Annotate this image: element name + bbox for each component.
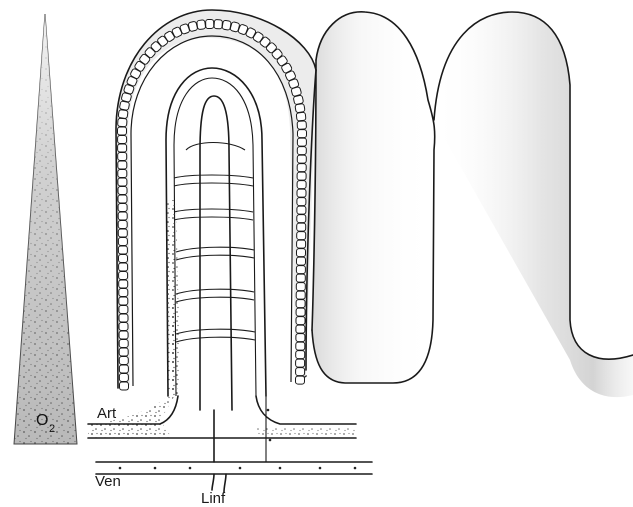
epithelial-cell	[296, 266, 305, 274]
epithelial-cell	[119, 297, 128, 305]
epithelial-cell	[119, 314, 128, 322]
epithelial-cell	[118, 118, 128, 127]
epithelial-cell	[297, 232, 306, 240]
epithelial-cell	[206, 19, 214, 28]
epithelial-cell	[296, 334, 305, 342]
epithelial-cell	[118, 229, 127, 237]
epithelial-cell	[118, 135, 127, 143]
epithelial-cell	[119, 280, 128, 288]
epithelial-cell	[118, 169, 127, 177]
epithelial-cell	[117, 127, 126, 135]
epithelial-cell	[296, 368, 305, 376]
epithelial-cell	[118, 161, 127, 169]
epithelial-cell	[118, 152, 127, 160]
epithelial-cell	[119, 288, 128, 296]
epithelial-cell	[118, 186, 127, 194]
epithelial-cell	[296, 249, 305, 257]
capillary-network	[174, 143, 255, 343]
epithelial-cell	[295, 104, 305, 113]
epithelial-cell	[188, 21, 198, 32]
epithelial-cell	[118, 254, 127, 262]
epithelial-cell	[296, 274, 305, 282]
base-vessels	[88, 396, 372, 492]
epithelial-cell	[297, 198, 306, 206]
epithelial-cell-layer	[117, 19, 306, 390]
epithelial-cell	[118, 212, 127, 220]
epithelial-cell	[119, 305, 128, 313]
epithelial-cell	[297, 240, 306, 248]
epithelial-cell	[118, 195, 127, 203]
epithelial-cell	[118, 246, 127, 254]
epithelial-cell	[119, 263, 128, 271]
epithelial-cell	[197, 20, 206, 30]
epithelial-cell	[297, 155, 306, 163]
epithelial-cell	[118, 144, 127, 152]
artery-label: Art	[97, 405, 117, 422]
epithelial-cell	[296, 283, 305, 291]
epithelial-cell	[118, 237, 127, 245]
epithelial-cell	[296, 300, 305, 308]
epithelial-cell	[118, 203, 127, 211]
epithelial-cell	[296, 325, 305, 333]
villus-middle	[300, 12, 435, 383]
vein-label: Ven	[95, 473, 121, 490]
villus-right	[434, 12, 633, 397]
epithelial-cell	[119, 365, 128, 373]
epithelial-cell	[296, 342, 305, 350]
epithelial-cell	[293, 95, 303, 105]
epithelial-cell	[119, 348, 128, 356]
oxygen-label: O	[36, 412, 48, 429]
epithelial-cell	[296, 308, 305, 316]
epithelial-cell	[119, 322, 128, 330]
epithelial-cell	[118, 220, 127, 228]
epithelial-cell	[119, 373, 128, 381]
epithelial-cell	[295, 376, 304, 384]
epithelial-cell	[119, 271, 128, 279]
epithelial-cell	[296, 317, 305, 325]
epithelial-cell	[297, 121, 306, 129]
epithelial-cell	[296, 112, 306, 121]
epithelial-cell	[297, 172, 306, 180]
oxygen-subscript: 2	[49, 423, 55, 435]
epithelial-cell	[118, 110, 128, 119]
epithelial-cell	[297, 223, 306, 231]
epithelial-cell	[297, 164, 306, 172]
oxygen-gradient-wedge	[14, 14, 77, 444]
epithelial-cell	[296, 359, 305, 367]
epithelial-cell	[119, 382, 128, 390]
epithelial-cell	[297, 147, 306, 155]
epithelial-cell	[118, 178, 127, 186]
epithelial-cell	[119, 331, 128, 339]
epithelial-cell	[296, 351, 305, 359]
epithelial-cell	[297, 206, 306, 214]
villus-stroma	[166, 68, 266, 396]
epithelial-cell	[297, 130, 306, 138]
epithelial-cell	[297, 138, 306, 146]
epithelial-cell	[214, 19, 223, 29]
epithelial-cell	[297, 181, 306, 189]
epithelial-cell	[119, 356, 128, 364]
epithelial-cell	[297, 215, 306, 223]
epithelial-cell	[297, 189, 306, 197]
lymph-label: Linf	[201, 490, 226, 507]
epithelial-cell	[119, 339, 128, 347]
epithelial-cell	[296, 257, 305, 265]
epithelial-cell	[296, 291, 305, 299]
arterial-flow	[88, 180, 180, 438]
